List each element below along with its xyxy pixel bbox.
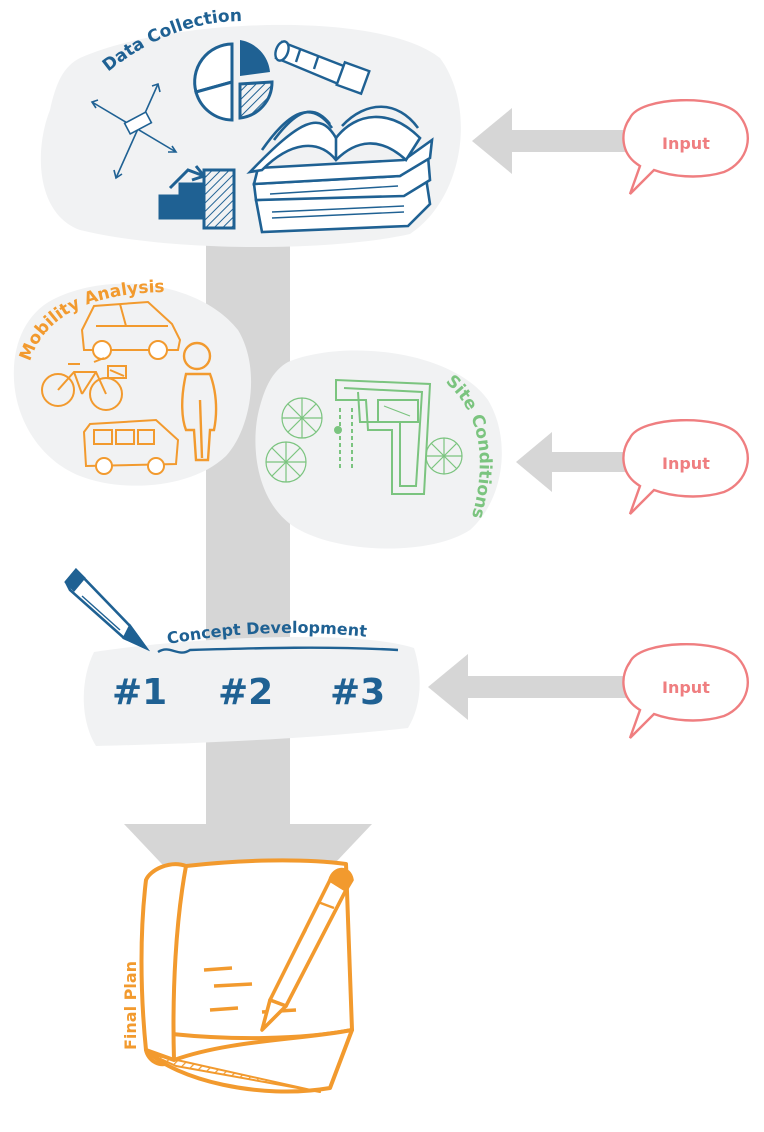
input-bubble-label: Input xyxy=(662,134,710,153)
compass-icon xyxy=(90,82,178,180)
underline-stroke xyxy=(157,646,399,654)
input-bubble: Input xyxy=(622,643,749,739)
mobility-analysis-blob xyxy=(13,283,252,486)
concept-option-1: #1 xyxy=(112,672,167,713)
mobility-analysis-stage: Mobility Analysis xyxy=(13,277,252,486)
input-arrow xyxy=(428,654,630,720)
concept-development-stage: Concept Development #1 #2 #3 xyxy=(64,568,420,746)
tree-icon xyxy=(425,437,463,475)
concept-development-blob xyxy=(83,636,420,746)
bus-icon xyxy=(82,418,180,475)
input-bubble: Input xyxy=(622,419,749,515)
input-arrow xyxy=(472,108,630,174)
input-bubble-label: Input xyxy=(662,454,710,473)
growth-bars-icon xyxy=(158,165,236,230)
final-plan-stage: Final Plan xyxy=(121,858,354,1094)
notepad-icon xyxy=(139,858,354,1094)
input-arrow xyxy=(516,432,630,492)
pencil-icon xyxy=(260,867,354,1032)
car-icon xyxy=(80,300,182,360)
tree-icon xyxy=(281,397,323,439)
input-bubble-label: Input xyxy=(662,678,710,697)
tree-icon xyxy=(265,441,307,483)
bicycle-icon xyxy=(41,357,127,411)
books-icon xyxy=(246,105,434,234)
pen-icon xyxy=(64,568,150,652)
concept-option-2: #2 xyxy=(218,672,273,713)
person-icon xyxy=(181,341,218,462)
site-conditions-stage: Site Conditions xyxy=(255,350,502,549)
input-bubble: Input xyxy=(622,99,749,195)
telescope-icon xyxy=(274,40,371,96)
pie-chart-icon xyxy=(193,40,274,122)
final-plan-label: Final Plan xyxy=(121,961,140,1050)
site-conditions-blob xyxy=(255,350,502,549)
concept-option-3: #3 xyxy=(330,672,385,713)
site-plan-icon xyxy=(334,378,432,495)
data-collection-stage: Data Collection xyxy=(40,6,461,248)
